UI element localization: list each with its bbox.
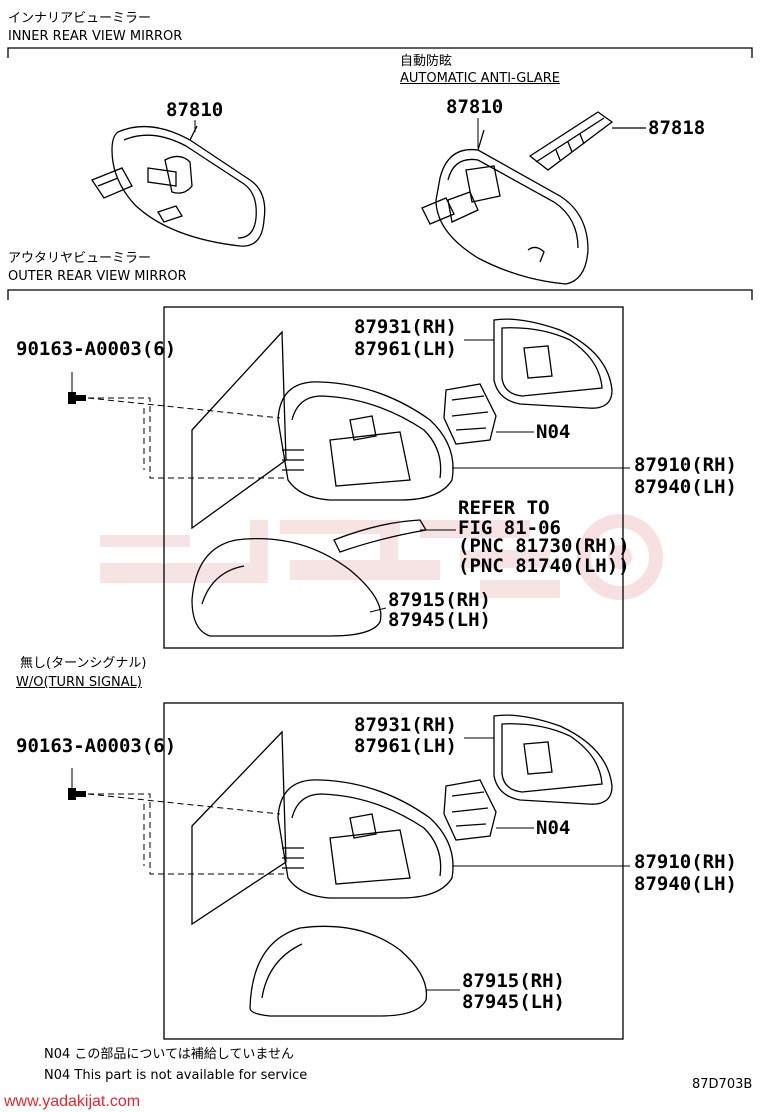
- inner-mirror-left-drawing: [91, 125, 266, 247]
- auto-anti-glare-en: AUTOMATIC ANTI-GLARE: [400, 71, 560, 86]
- top-motor-part: N04: [536, 421, 571, 443]
- outer-bottom-box: [163, 702, 624, 1040]
- screw-icons: [68, 392, 86, 800]
- refer-line-4: (PNC 81740(LH)): [458, 555, 630, 577]
- note-jp: N04 この部品については補給していません: [44, 1047, 294, 1062]
- wo-turn-signal-en: W/O(TURN SIGNAL): [16, 675, 142, 690]
- note-en: N04 This part is not available for servi…: [44, 1068, 308, 1083]
- cover-part-number: 87818: [648, 117, 706, 139]
- outer-section-bracket: [7, 289, 753, 300]
- bottom-glass-lh: 87961(LH): [354, 735, 457, 757]
- refer-line-1: REFER TO: [458, 497, 550, 519]
- top-mirror-lh: 87940(LH): [634, 476, 737, 498]
- inner-title-jp: インナリアビューミラー: [8, 11, 152, 26]
- outer-title-jp: アウタリヤビューミラー: [8, 251, 152, 266]
- inner-section-bracket: [7, 47, 753, 58]
- top-cover-rh: 87915(RH): [388, 589, 491, 611]
- outer-mirror-top-drawing: [191, 318, 613, 637]
- inner-mirror-right-drawing: [421, 111, 646, 285]
- outer-title-en: OUTER REAR VIEW MIRROR: [8, 269, 187, 284]
- outer-mirror-bottom-drawing: [191, 714, 613, 1017]
- top-cover-lh: 87945(LH): [388, 609, 491, 631]
- bottom-cover-rh: 87915(RH): [462, 970, 565, 992]
- top-screw-part-number: 90163-A0003(6): [16, 338, 177, 360]
- bottom-cover-lh: 87945(LH): [462, 991, 565, 1013]
- bottom-glass-rh: 87931(RH): [354, 714, 457, 736]
- auto-anti-glare-jp: 自動防眩: [400, 54, 453, 69]
- inner-right-part-number: 87810: [446, 96, 504, 118]
- bottom-motor-part: N04: [536, 817, 571, 839]
- inner-left-part-number: 87810: [166, 99, 224, 121]
- refer-line-3: (PNC 81730(RH)): [458, 535, 630, 557]
- watermark-url[interactable]: www.yadakijat.com: [4, 1093, 141, 1110]
- top-glass-rh: 87931(RH): [354, 316, 457, 338]
- bottom-mirror-rh: 87910(RH): [634, 851, 737, 873]
- figure-code: 87D703B: [692, 1077, 753, 1092]
- bottom-mirror-lh: 87940(LH): [634, 873, 737, 895]
- inner-title-en: INNER REAR VIEW MIRROR: [8, 29, 183, 44]
- wo-turn-signal-jp: 無し(ターンシグナル): [20, 656, 147, 671]
- top-glass-lh: 87961(LH): [354, 338, 457, 360]
- refer-line-2: FIG 81-06: [458, 517, 561, 539]
- top-mirror-rh: 87910(RH): [634, 454, 737, 476]
- bottom-screw-part-number: 90163-A0003(6): [16, 735, 177, 757]
